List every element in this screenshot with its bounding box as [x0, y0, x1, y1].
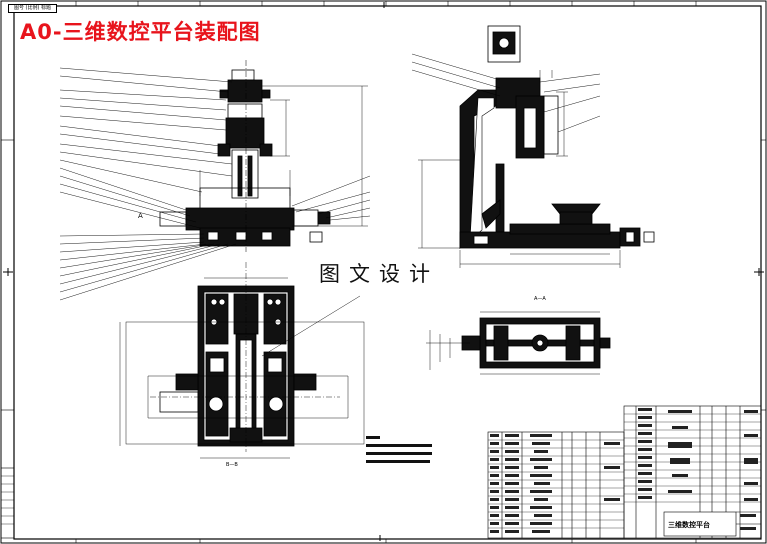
front-view: [159, 60, 331, 252]
technical-notes: [366, 436, 432, 463]
title-block-name: 三维数控平台: [668, 521, 710, 529]
watermark-text: 图文设计: [316, 258, 442, 288]
view-label-a: A: [138, 212, 143, 220]
parts-list-rows: [488, 413, 761, 529]
section-label-a: A—A: [534, 296, 546, 302]
parts-list-text-marks: [490, 408, 758, 533]
drawing-title: A0-三维数控平台装配图: [20, 20, 261, 44]
parts-list: [487, 405, 762, 539]
section-label-b: B—B: [226, 462, 238, 468]
side-view: [459, 25, 655, 250]
section-view: [461, 317, 611, 369]
top-view: [159, 285, 317, 447]
drawing-number-tag: 图号 (比例) 标题: [8, 4, 57, 13]
